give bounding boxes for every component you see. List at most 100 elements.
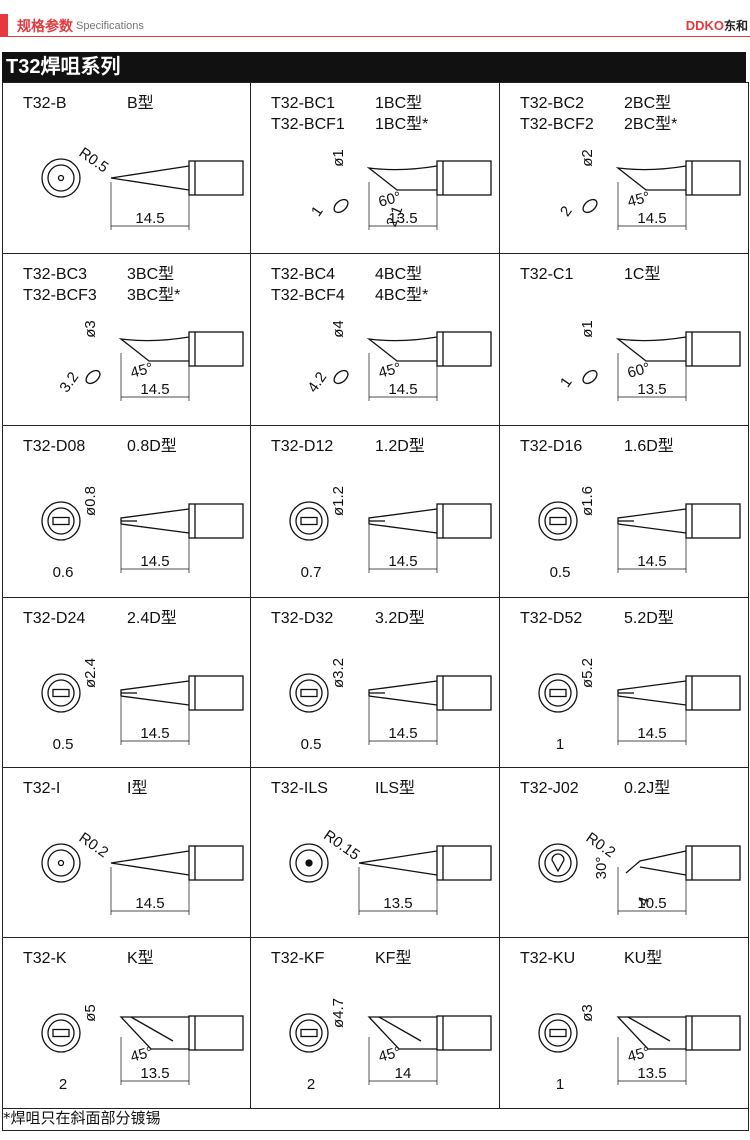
tip-shank bbox=[436, 845, 492, 881]
dimension-label-side: 2 bbox=[557, 203, 576, 220]
tip-type: 2.4D型 bbox=[127, 610, 177, 627]
dimension-label-diameter: ø3 bbox=[579, 1004, 596, 1022]
dimension-label-length: 14.5 bbox=[388, 553, 417, 570]
tip-model: T32-C1 bbox=[520, 266, 574, 283]
tip-model: T32-KU bbox=[520, 950, 576, 967]
tip-shank bbox=[436, 331, 492, 367]
tip-shank bbox=[188, 1015, 244, 1051]
dimension-label-length: 13.5 bbox=[388, 210, 417, 227]
front-slot bbox=[300, 688, 318, 698]
dimension-label-length: 14.5 bbox=[135, 895, 164, 912]
tip-type: 2BC型 bbox=[624, 95, 672, 112]
dimension-label-angle: 60° bbox=[626, 360, 652, 382]
tip-model: T32-D52 bbox=[520, 610, 583, 627]
front-view-outer bbox=[538, 1013, 578, 1053]
dimension-label-diameter: ø4 bbox=[330, 320, 347, 338]
drawing-strokes bbox=[85, 331, 244, 401]
front-view-inner bbox=[295, 1019, 323, 1047]
front-tip-dot bbox=[57, 174, 65, 182]
dimension-label-diameter: ø1 bbox=[330, 149, 347, 167]
bevel-face bbox=[582, 198, 598, 214]
accent-bar bbox=[0, 14, 8, 36]
dimension-label-diameter: ø5.2 bbox=[579, 658, 596, 688]
tip-model: T32-BC2 bbox=[520, 95, 585, 112]
tip-bevel bbox=[366, 336, 438, 362]
dimension-label-radius: R0.2 bbox=[76, 829, 112, 861]
dimension-label-side: 1 bbox=[308, 203, 327, 220]
series-title: T32焊咀系列 bbox=[2, 52, 746, 82]
dimension-label-side: 4.2 bbox=[304, 369, 330, 396]
tip-type: 4BC型* bbox=[375, 287, 429, 304]
front-view-outer bbox=[41, 501, 81, 541]
dimension-label-length: 14.5 bbox=[140, 725, 169, 742]
tip-drawing: ø1.60.514.5 bbox=[538, 486, 741, 581]
tip-shank bbox=[685, 675, 741, 711]
front-view-inner bbox=[295, 507, 323, 535]
dimension-label-diameter: ø2 bbox=[579, 149, 596, 167]
tip-shank bbox=[188, 675, 244, 711]
dimension-label-width: 0.5 bbox=[301, 736, 322, 753]
dimension-label-diameter: ø3 bbox=[82, 320, 99, 338]
dimension-label-length: 14.5 bbox=[637, 210, 666, 227]
tip-drawing: ø3.20.514.5 bbox=[289, 658, 492, 753]
drawing-strokes bbox=[289, 1013, 492, 1085]
drawing-strokes bbox=[333, 160, 492, 230]
front-view-outer bbox=[41, 673, 81, 713]
tip-shank bbox=[685, 160, 741, 196]
tip-model: T32-KF bbox=[271, 950, 325, 967]
brand-logo: DDKO东和 bbox=[686, 17, 748, 34]
front-view-inner bbox=[47, 164, 75, 192]
tip-model: T32-J02 bbox=[520, 780, 579, 797]
front-slot bbox=[549, 688, 567, 698]
front-drop bbox=[551, 853, 565, 873]
logo-cn: 东和 bbox=[723, 19, 748, 33]
dimension-label-angle: 45° bbox=[377, 1044, 403, 1066]
dimension-label-length: 13.5 bbox=[637, 1065, 666, 1082]
tip-type: 0.8D型 bbox=[127, 438, 177, 455]
tip-model: T32-BC3 bbox=[23, 266, 88, 283]
front-view-outer bbox=[289, 843, 329, 883]
tip-shank bbox=[436, 160, 492, 196]
dimension-label-side: 3.2 bbox=[56, 369, 82, 396]
tip-model: T32-B bbox=[23, 95, 67, 112]
front-view-outer bbox=[289, 1013, 329, 1053]
tip-type: I型 bbox=[127, 780, 148, 797]
front-view-outer bbox=[41, 158, 81, 198]
dimension-label-width: 2 bbox=[59, 1076, 67, 1093]
tip-model: T32-BCF2 bbox=[520, 116, 594, 133]
tip-model: T32-BC1 bbox=[271, 95, 336, 112]
dimension-label-radius: R0.15 bbox=[320, 827, 363, 864]
front-view-inner bbox=[47, 849, 75, 877]
tip-shank bbox=[188, 331, 244, 367]
knife-edge bbox=[130, 1016, 174, 1042]
tip-bevel bbox=[366, 165, 438, 191]
tip-model: T32-D12 bbox=[271, 438, 334, 455]
tip-model: T32-BC4 bbox=[271, 266, 336, 283]
dimension-label-radius: R0.2 bbox=[583, 829, 619, 861]
tip-type: 3BC型* bbox=[127, 287, 181, 304]
front-slot bbox=[52, 688, 70, 698]
front-view-outer bbox=[538, 843, 578, 883]
tip-bent bbox=[625, 850, 687, 876]
tip-bevel bbox=[118, 336, 190, 362]
tip-model: T32-D16 bbox=[520, 438, 583, 455]
tip-cone bbox=[110, 850, 190, 876]
tip-knife bbox=[616, 1016, 686, 1050]
dimension-label-angle: 60° bbox=[377, 189, 403, 211]
drawing-strokes bbox=[289, 501, 492, 573]
